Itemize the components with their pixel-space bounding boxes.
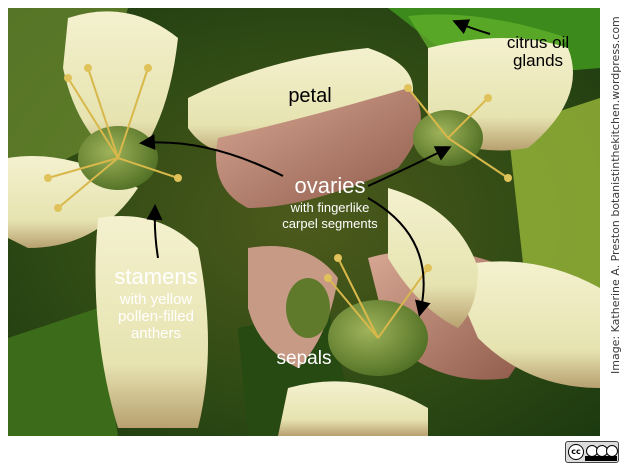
label-stamens-sub3: anthers — [131, 325, 181, 342]
label-ovaries: ovaries — [295, 173, 366, 198]
label-sepals: sepals — [277, 348, 332, 369]
label-stamens-sub1: with yellow — [119, 291, 193, 308]
label-stamens: stamens — [114, 264, 197, 289]
label-ovaries-sub1: with fingerlike — [290, 200, 370, 215]
label-stamens-sub2: pollen-filled — [118, 308, 194, 325]
license-bar — [585, 456, 617, 461]
label-citrus-oil: citrus oil — [507, 33, 569, 52]
label-glands: glands — [513, 51, 563, 70]
credit-text: Image: Katherine A. Preston botanistinth… — [609, 16, 622, 374]
label-petal: petal — [288, 85, 331, 107]
cc-license-badge: cc — [565, 441, 619, 463]
label-ovaries-sub2: carpel segments — [282, 216, 378, 231]
cc-logo-icon: cc — [568, 444, 584, 460]
citrus-flower-photo: petal ovaries with fingerlike carpel seg… — [8, 8, 600, 436]
